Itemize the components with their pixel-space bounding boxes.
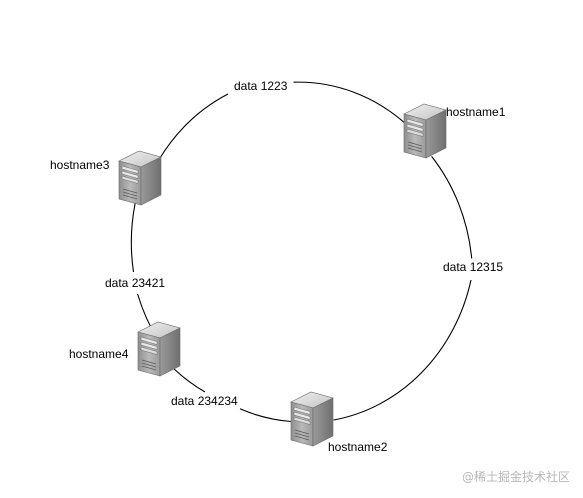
ring-arc-data-12315-to-hostname2 [333,279,472,421]
hostname1-label: hostname1 [446,105,506,119]
ring-arc-data-234234-to-hostname2 [239,408,292,423]
server-icon-hostname4 [137,321,181,377]
server-icon-hostname1 [403,103,447,159]
ring-arc-hostname3-to-data-1223 [159,93,229,159]
data-label-234234: data 234234 [171,394,238,408]
hostname3-label: hostname3 [50,158,110,172]
watermark: @稀土掘金技术社区 [462,469,570,484]
server-icon-hostname3 [118,150,162,206]
ring-arc-hostname1-to-data-12315 [431,156,473,259]
data-label-1223: data 1223 [234,79,288,93]
hash-ring [130,81,473,423]
server-icon-hostname2 [290,391,334,447]
ring-arc-top-to-hostname1 [293,81,407,125]
data-label-12315: data 12315 [443,260,503,274]
hostname2-label: hostname2 [328,440,388,454]
hostname4-label: hostname4 [69,347,129,361]
ring-arc-hostname4-to-data-234234 [172,367,206,393]
data-label-23421: data 23421 [105,276,165,290]
ring-arc-hostname3-to-data-23421 [130,202,136,273]
